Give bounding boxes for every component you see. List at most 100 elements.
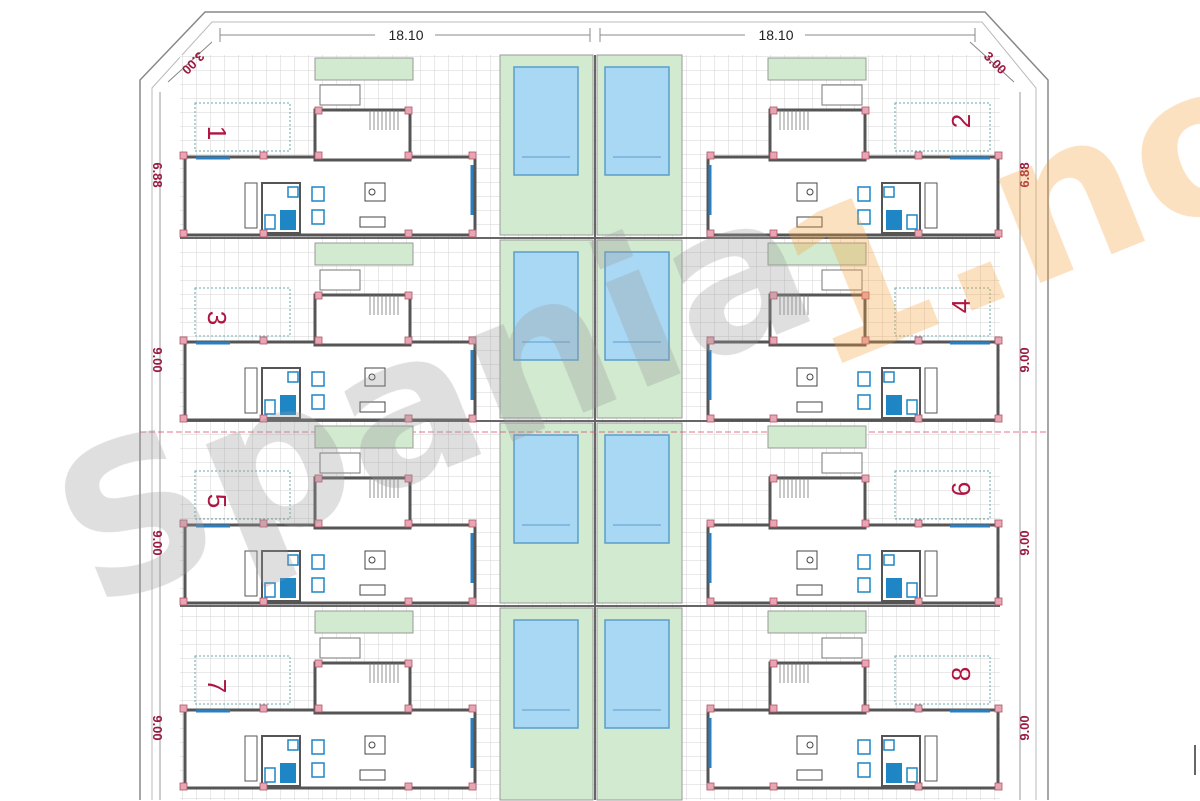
- column: [404, 782, 413, 791]
- column: [259, 704, 268, 713]
- column: [769, 414, 778, 423]
- column: [404, 151, 413, 160]
- column: [914, 519, 923, 528]
- toilet-icon: [264, 767, 276, 783]
- unit-left-5: [179, 425, 579, 606]
- wardrobe: [924, 550, 938, 597]
- column: [769, 782, 778, 791]
- toilet-icon: [857, 394, 871, 410]
- unit-right-2: [604, 57, 1003, 238]
- pool: [604, 66, 670, 176]
- column: [314, 659, 323, 668]
- sink-icon: [857, 186, 871, 202]
- kitchen-counter: [359, 216, 386, 228]
- shower: [886, 210, 902, 230]
- column: [861, 106, 870, 115]
- column: [314, 704, 323, 713]
- shower: [886, 395, 902, 415]
- column: [994, 704, 1003, 713]
- toilet-icon: [311, 762, 325, 778]
- unit-number-left: 5: [202, 494, 232, 508]
- column: [468, 229, 477, 238]
- column: [769, 519, 778, 528]
- planter: [767, 425, 867, 449]
- column: [259, 597, 268, 606]
- sink-icon: [287, 739, 299, 751]
- column: [994, 782, 1003, 791]
- column: [769, 336, 778, 345]
- column: [769, 291, 778, 300]
- column: [404, 659, 413, 668]
- kitchen-counter: [796, 216, 823, 228]
- column: [404, 106, 413, 115]
- pergola: [194, 102, 291, 152]
- toilet-icon: [906, 214, 918, 230]
- unit-number-right: 4: [946, 299, 976, 313]
- toilet-icon: [857, 762, 871, 778]
- row-depth-right: 6.88: [1017, 162, 1032, 187]
- column: [468, 414, 477, 423]
- width-dimension-right: 18.10: [758, 27, 793, 43]
- toilet-icon: [264, 582, 276, 598]
- toilet-icon: [311, 394, 325, 410]
- unit-left-3: [179, 242, 579, 423]
- sink-icon: [311, 739, 325, 755]
- row-depth-left: 9.00: [150, 530, 165, 555]
- sink-icon: [287, 554, 299, 566]
- column: [706, 597, 715, 606]
- sink-icon: [883, 739, 895, 751]
- house-block: [706, 155, 1000, 237]
- sink-icon: [311, 554, 325, 570]
- pergola: [194, 287, 291, 337]
- kitchen-counter: [359, 769, 386, 781]
- column: [914, 782, 923, 791]
- planter: [314, 57, 414, 81]
- column: [259, 151, 268, 160]
- planter: [767, 57, 867, 81]
- column: [994, 414, 1003, 423]
- wardrobe: [244, 367, 258, 414]
- column: [994, 519, 1003, 528]
- shower: [280, 395, 296, 415]
- column: [914, 151, 923, 160]
- toilet-icon: [264, 214, 276, 230]
- unit-right-8: [604, 610, 1003, 791]
- column: [314, 291, 323, 300]
- column: [861, 704, 870, 713]
- column: [706, 336, 715, 345]
- column: [706, 414, 715, 423]
- unit-left-1: [179, 57, 579, 238]
- planter: [314, 242, 414, 266]
- sink-icon: [857, 371, 871, 387]
- pergola: [194, 470, 291, 520]
- sink-icon: [883, 186, 895, 198]
- sink-icon: [311, 186, 325, 202]
- row-depth-right: 9.00: [1017, 715, 1032, 740]
- toilet-icon: [857, 577, 871, 593]
- column: [914, 597, 923, 606]
- wardrobe: [244, 550, 258, 597]
- row-depth-left: 9.00: [150, 347, 165, 372]
- unit-right-6: [604, 425, 1003, 606]
- kitchen-counter: [359, 401, 386, 413]
- column: [769, 597, 778, 606]
- column: [404, 414, 413, 423]
- column: [706, 704, 715, 713]
- pool: [513, 619, 579, 729]
- column: [404, 704, 413, 713]
- column: [404, 519, 413, 528]
- column: [404, 597, 413, 606]
- house-block: [183, 155, 477, 237]
- sink-icon: [883, 371, 895, 383]
- column: [404, 291, 413, 300]
- toilet-icon: [311, 209, 325, 225]
- row-depth-left: 9.00: [150, 715, 165, 740]
- stair-core: [768, 661, 867, 715]
- stair-core: [768, 293, 867, 347]
- house-block: [706, 340, 1000, 422]
- stair-core: [313, 661, 412, 715]
- toilet-icon: [264, 399, 276, 415]
- unit-number-left: 7: [202, 679, 232, 693]
- wardrobe: [924, 367, 938, 414]
